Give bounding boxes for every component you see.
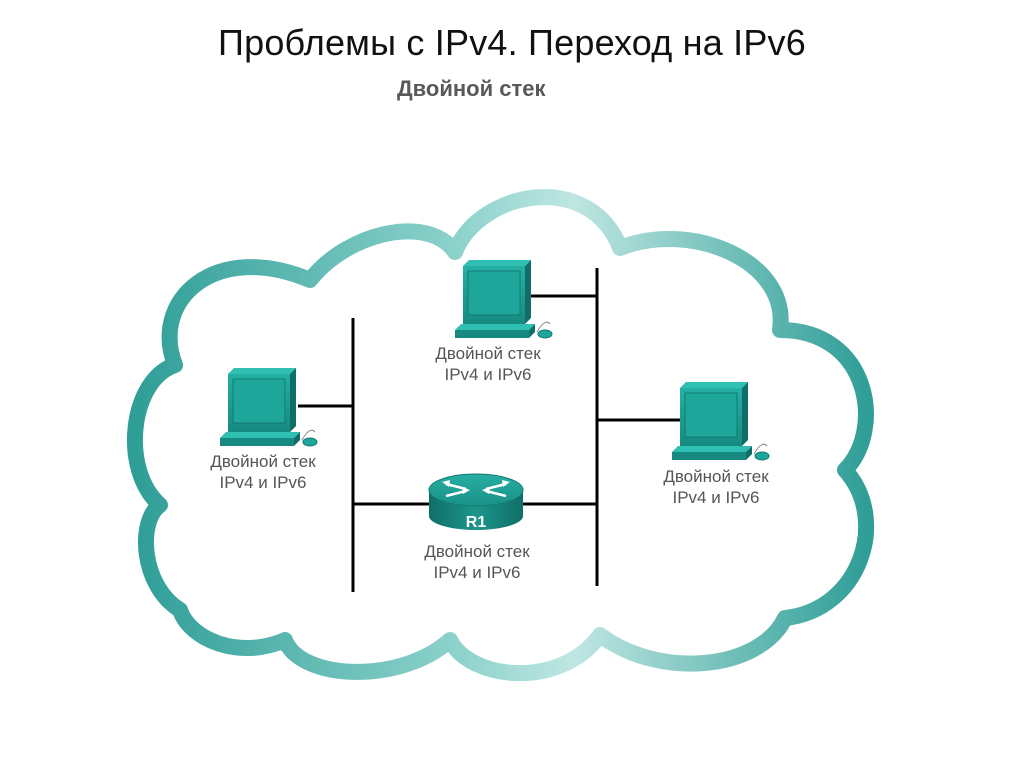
desktop-pc-icon xyxy=(671,381,770,461)
caption-line1: Двойной стек xyxy=(435,344,541,363)
caption-line1: Двойной стек xyxy=(424,542,530,561)
caption-line2: IPv4 и IPv6 xyxy=(672,488,760,507)
caption-line2: IPv4 и IPv6 xyxy=(219,473,307,492)
router-caption: Двойной стек IPv4 и IPv6 xyxy=(387,541,567,583)
caption-line1: Двойной стек xyxy=(663,467,769,486)
desktop-pc-icon xyxy=(454,259,553,339)
diagram-title: Двойной стек xyxy=(397,76,546,101)
router-icon: R1 xyxy=(428,473,524,531)
slide-title: Проблемы с IPv4. Переход на IPv6 xyxy=(218,22,806,63)
caption-line2: IPv4 и IPv6 xyxy=(433,563,521,582)
caption-line2: IPv4 и IPv6 xyxy=(444,365,532,384)
pc-top-caption: Двойной стек IPv4 и IPv6 xyxy=(398,343,578,385)
pc-left-caption: Двойной стек IPv4 и IPv6 xyxy=(173,451,353,493)
pc-right-caption: Двойной стек IPv4 и IPv6 xyxy=(626,466,806,508)
router-label: R1 xyxy=(466,514,487,531)
cloud-outline xyxy=(126,189,875,682)
caption-line1: Двойной стек xyxy=(210,452,316,471)
